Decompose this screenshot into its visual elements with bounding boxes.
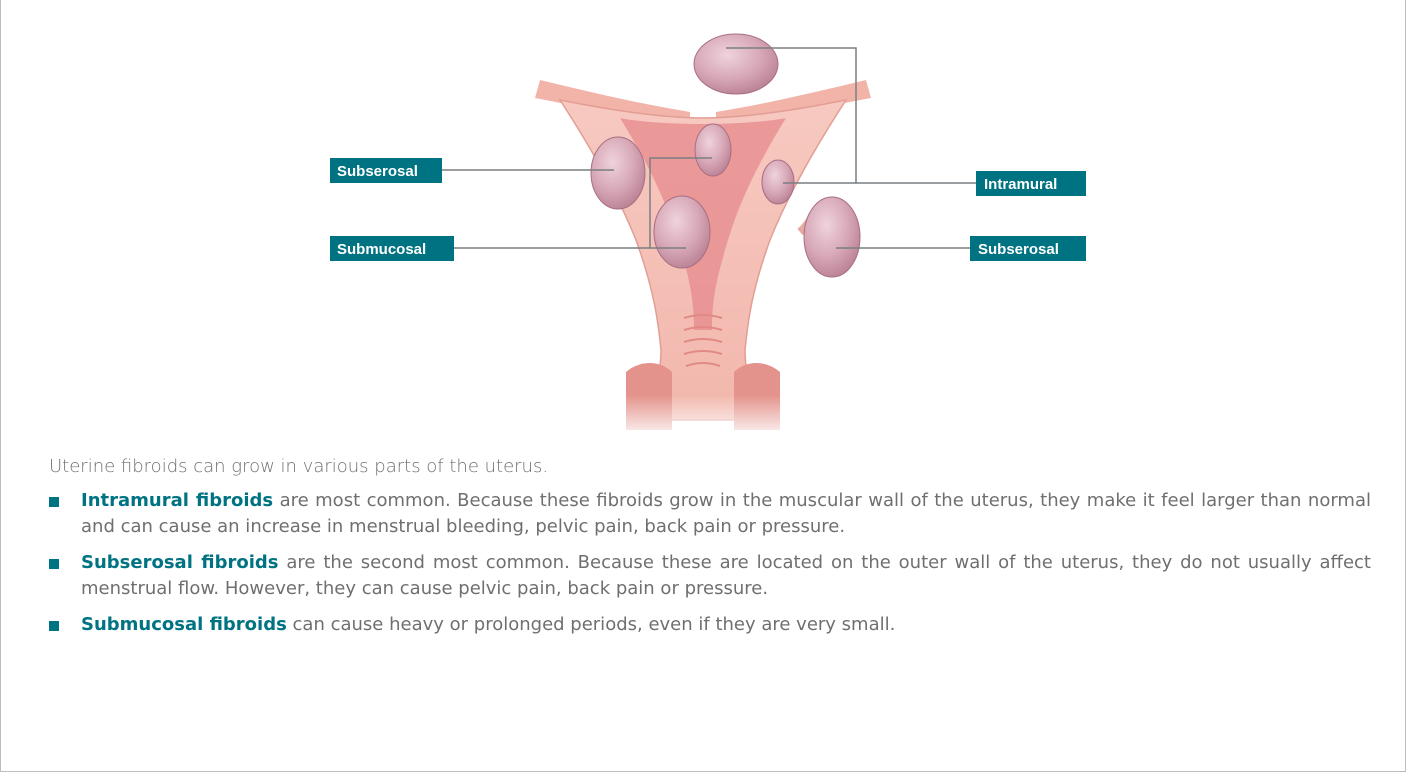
fibroid-lower-submucosal bbox=[654, 196, 710, 268]
term-intramural: Intramural fibroids bbox=[81, 490, 273, 511]
term-submucosal: Submucosal fibroids bbox=[81, 614, 287, 635]
fibroid-type-list: Intramural fibroids are most common. Bec… bbox=[49, 488, 1371, 638]
uterus-fibroid-diagram: Subserosal Submucosal Intramural Subsero… bbox=[0, 0, 1408, 440]
intro-paragraph: Uterine fibroids can grow in various par… bbox=[49, 454, 1371, 480]
desc-intramural: are most common. Because these fibroids … bbox=[81, 490, 1371, 537]
list-item-subserosal: Subserosal fibroids are the second most … bbox=[49, 550, 1371, 602]
label-intramural: Intramural bbox=[976, 171, 1086, 196]
desc-submucosal: can cause heavy or prolonged periods, ev… bbox=[287, 614, 896, 635]
square-bullet-icon bbox=[49, 559, 59, 569]
fibroid-wall-intramural bbox=[762, 160, 794, 204]
label-submucosal: Submucosal bbox=[330, 236, 454, 261]
list-item-submucosal: Submucosal fibroids can cause heavy or p… bbox=[49, 612, 1371, 638]
square-bullet-icon bbox=[49, 497, 59, 507]
label-submucosal-text: Submucosal bbox=[337, 241, 426, 258]
label-subserosal-left-text: Subserosal bbox=[337, 163, 418, 180]
list-item-intramural: Intramural fibroids are most common. Bec… bbox=[49, 488, 1371, 540]
square-bullet-icon bbox=[49, 621, 59, 631]
fibroid-pedunculated-subserosal bbox=[800, 197, 860, 277]
fibroid-left-subserosal bbox=[591, 137, 645, 209]
label-intramural-text: Intramural bbox=[984, 176, 1057, 193]
term-subserosal: Subserosal fibroids bbox=[81, 552, 279, 573]
label-subserosal-left: Subserosal bbox=[330, 158, 442, 183]
fibroid-cavity-submucosal bbox=[695, 124, 731, 176]
fibroid-top-intramural bbox=[694, 34, 778, 94]
label-subserosal-right-text: Subserosal bbox=[978, 241, 1059, 258]
description-section: Uterine fibroids can grow in various par… bbox=[49, 454, 1371, 648]
label-subserosal-right: Subserosal bbox=[970, 236, 1086, 261]
